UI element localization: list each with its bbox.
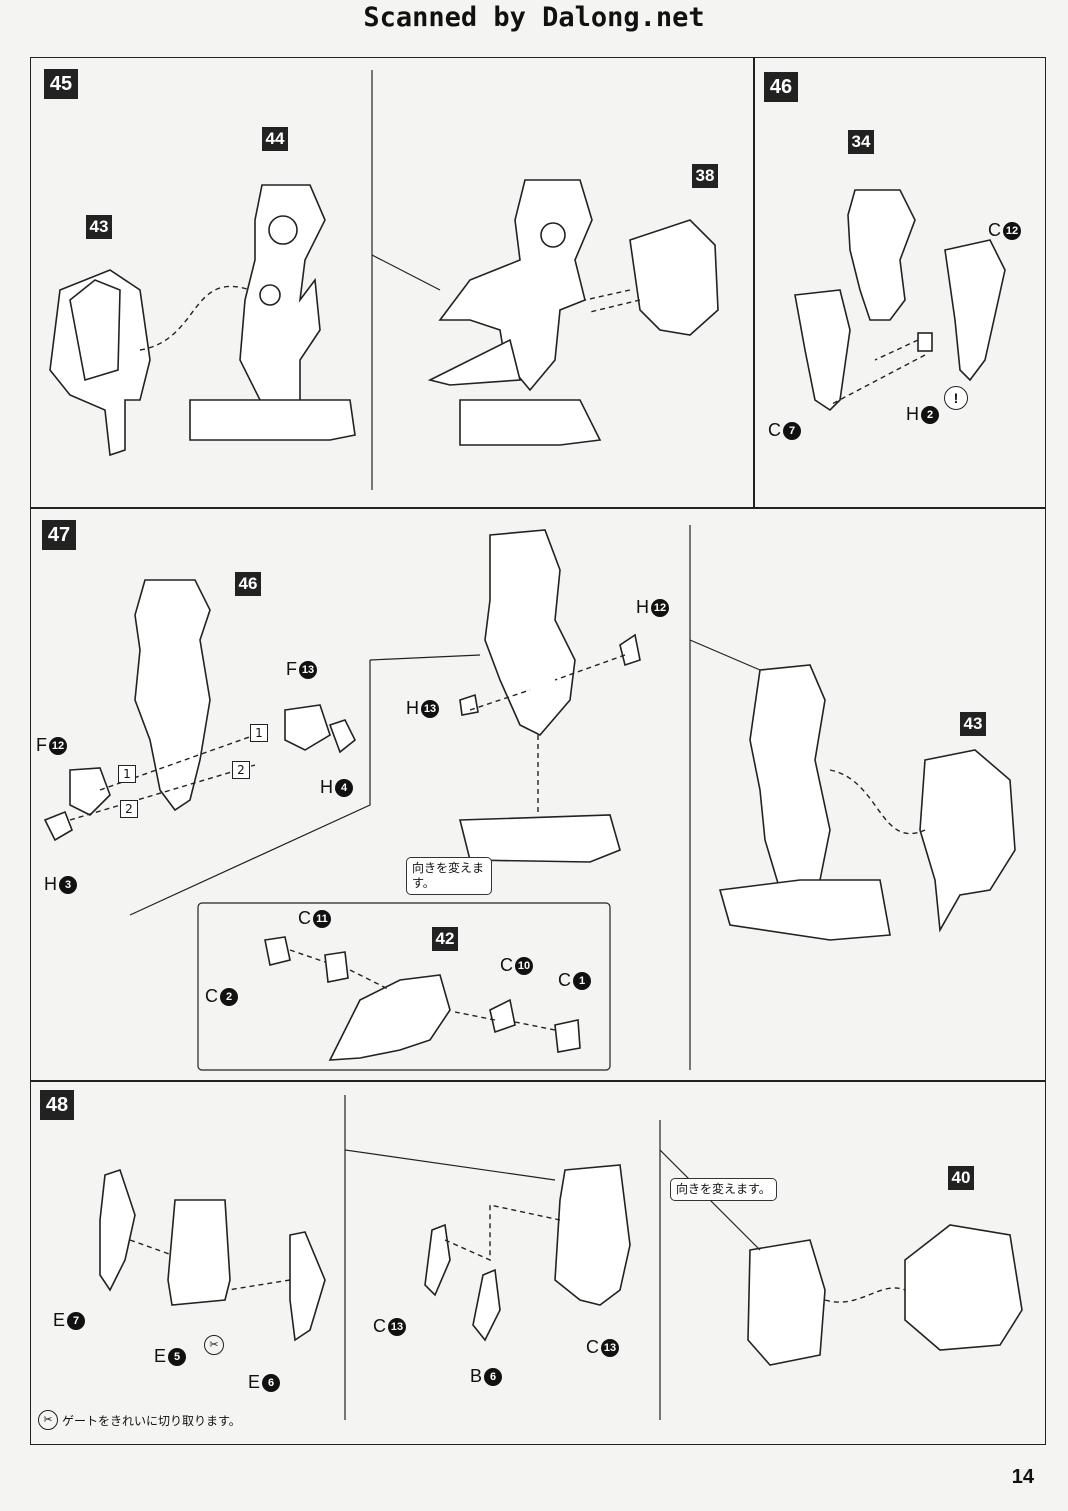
subassembly-callout: 34 bbox=[848, 130, 874, 154]
gate-footnote: ✂ ゲートをきれいに切り取ります。 bbox=[38, 1410, 241, 1430]
order-marker: 2 bbox=[120, 800, 138, 818]
subassembly-callout: 43 bbox=[960, 712, 986, 736]
gate-cut-icon: ✂ bbox=[38, 1410, 58, 1430]
step-number: 46 bbox=[764, 72, 798, 102]
step-number: 47 bbox=[42, 520, 76, 550]
order-marker: 1 bbox=[118, 765, 136, 783]
step-number: 48 bbox=[40, 1090, 74, 1120]
orientation-note: 向きを変えます。 bbox=[406, 857, 492, 895]
subassembly-callout: 40 bbox=[948, 1166, 974, 1190]
subassembly-callout: 42 bbox=[432, 927, 458, 951]
subassembly-callout: 43 bbox=[86, 215, 112, 239]
order-marker: 1 bbox=[250, 724, 268, 742]
gate-cut-icon: ✂ bbox=[204, 1335, 224, 1355]
order-marker: 2 bbox=[232, 761, 250, 779]
step-47-panel bbox=[30, 507, 1046, 1082]
subassembly-callout: 44 bbox=[262, 127, 288, 151]
subassembly-callout: 46 bbox=[235, 572, 261, 596]
step-number: 45 bbox=[44, 69, 78, 99]
page-number: 14 bbox=[1011, 1466, 1034, 1488]
step-46-panel bbox=[753, 57, 1046, 509]
subassembly-callout: 38 bbox=[692, 164, 718, 188]
orientation-note: 向きを変えます。 bbox=[670, 1178, 777, 1201]
scan-credit: Scanned by Dalong.net bbox=[363, 2, 705, 33]
caution-icon: ! bbox=[944, 386, 968, 410]
step-48-panel bbox=[30, 1080, 1046, 1445]
step-45-panel bbox=[30, 57, 755, 509]
